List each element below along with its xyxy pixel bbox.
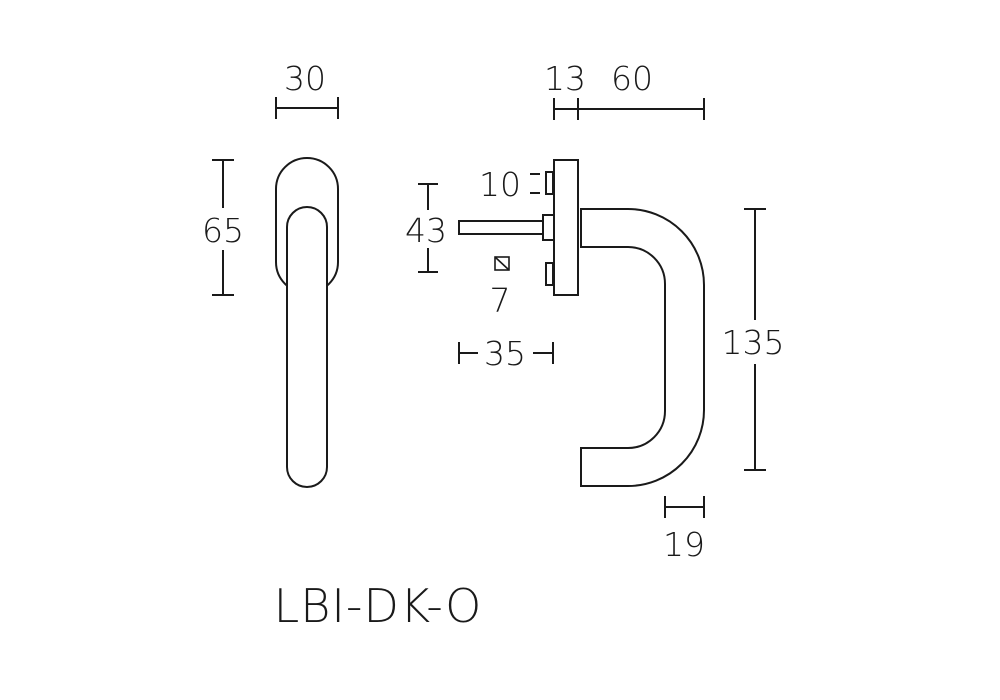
- dim-spindle-length: 35: [458, 334, 554, 373]
- label-handle-length: 135: [722, 323, 785, 362]
- side-view: 7 13 60 10 43: [405, 59, 785, 564]
- dim-handle-length: 135: [722, 208, 785, 471]
- front-view: 30 65: [202, 59, 339, 488]
- dim-rosette-height: 65: [202, 159, 244, 296]
- label-rosette-width: 30: [284, 59, 326, 98]
- spindle: [458, 220, 544, 235]
- rosette-side: [553, 159, 579, 296]
- screw-top: [545, 171, 554, 195]
- label-spindle-length: 35: [484, 334, 526, 373]
- dim-grip-diameter: 19: [663, 496, 705, 564]
- handle-side-profile: [580, 208, 705, 487]
- label-spindle-square: 7: [490, 281, 511, 320]
- lever-outline: [286, 206, 328, 488]
- label-rosette-height: 65: [202, 211, 244, 250]
- dim-screw-offset: 10: [479, 165, 540, 204]
- spindle-collar: [542, 214, 555, 241]
- screw-bottom: [545, 262, 554, 286]
- label-rosette-thickness: 13: [544, 59, 586, 98]
- label-screw-spacing: 43: [405, 211, 447, 250]
- dim-thickness-projection: 13 60: [544, 59, 705, 120]
- label-screw-offset: 10: [479, 165, 521, 204]
- dim-rosette-width: 30: [275, 59, 339, 119]
- label-grip-diameter: 19: [663, 525, 705, 564]
- label-handle-projection: 60: [611, 59, 653, 98]
- model-code: LBI-DK-O: [274, 579, 483, 633]
- dim-screw-spacing: 43: [405, 183, 447, 273]
- spindle-square-symbol: [494, 256, 510, 271]
